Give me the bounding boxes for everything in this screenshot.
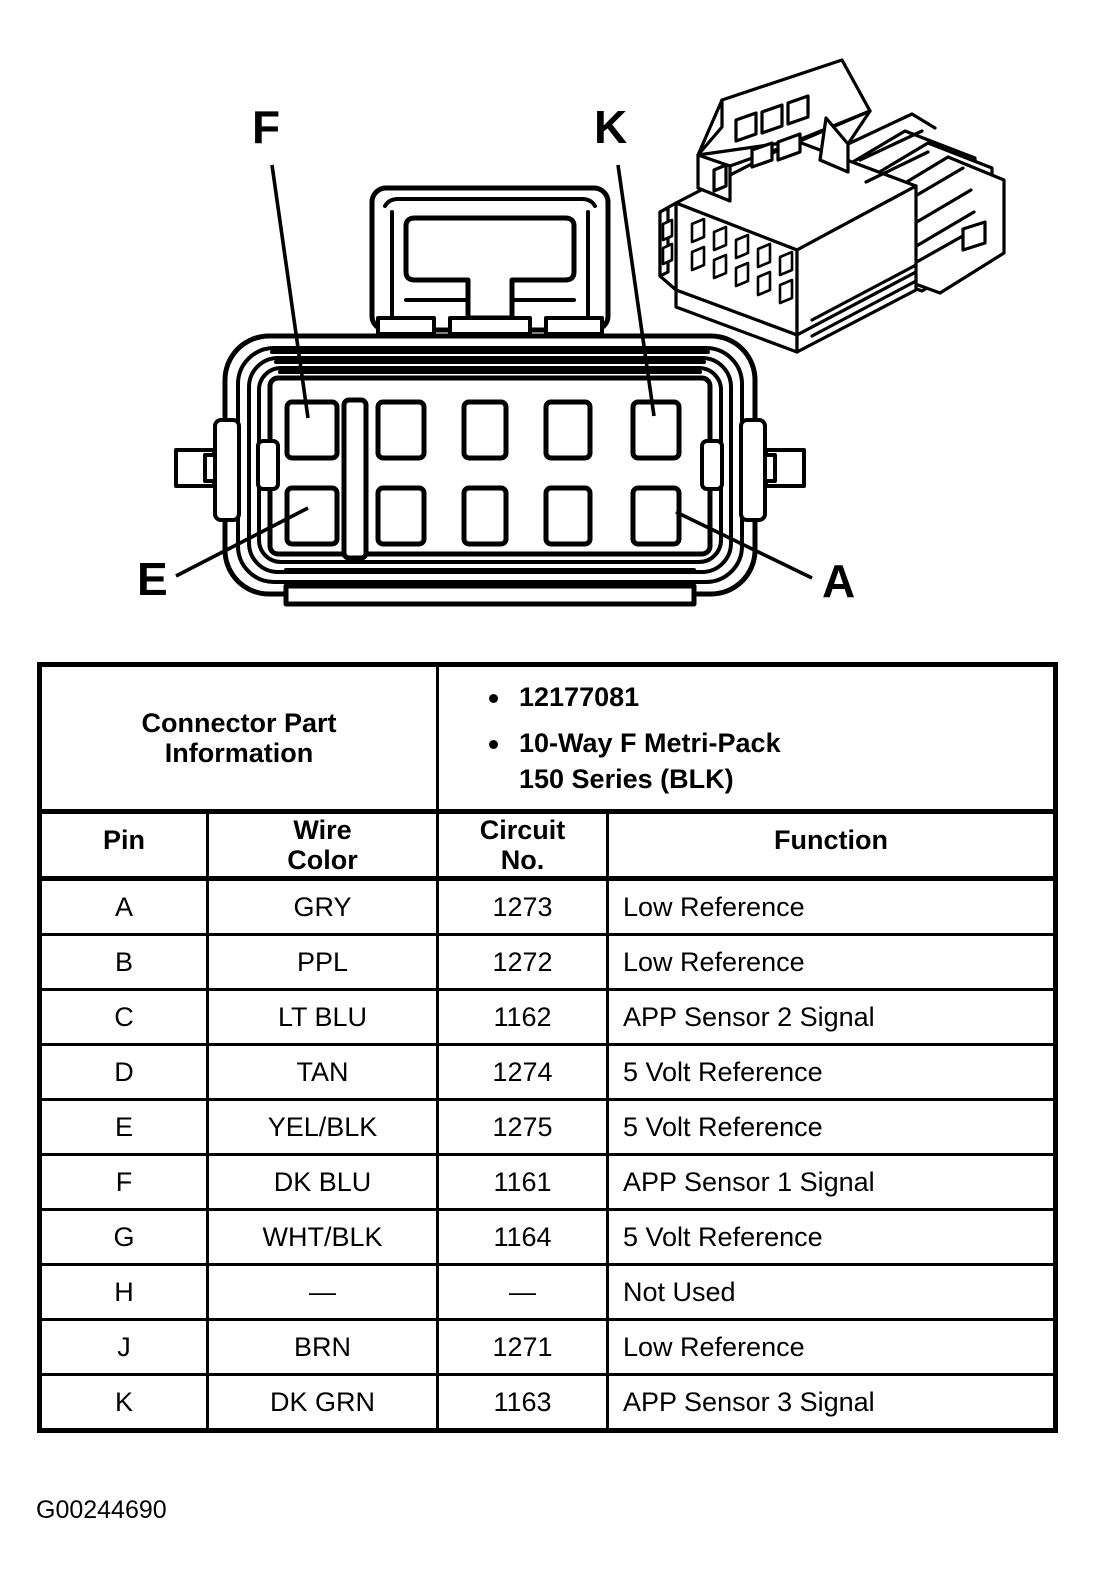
cell-pin: B — [37, 933, 209, 991]
description-line2: 150 Series (BLK) — [519, 764, 734, 794]
callout-label-A: A — [822, 555, 856, 607]
cell-function: Low Reference — [606, 877, 1058, 936]
column-header-pin-label: Pin — [102, 825, 145, 855]
connector-diagram: F K E A — [0, 0, 1094, 640]
cell-circuit-no: 1274 — [436, 1043, 609, 1101]
connector-part-information-row: Connector Part Information 12177081 10-W… — [37, 662, 1058, 813]
cell-pin: E — [37, 1098, 209, 1156]
column-header-circuit-no-line1: Circuit — [479, 815, 566, 845]
leader-line-A — [675, 510, 813, 580]
cell-wire-color: WHT/BLK — [206, 1208, 439, 1266]
figure-reference-code: G00244690 — [36, 1496, 167, 1524]
cell-pin: K — [37, 1373, 209, 1433]
column-header-function: Function — [606, 809, 1058, 881]
description-line1: 10-Way F Metri-Pack — [519, 728, 781, 758]
cell-wire-color: DK BLU — [206, 1153, 439, 1211]
part-list-item-description: 10-Way F Metri-Pack 150 Series (BLK) — [485, 725, 1053, 797]
cell-pin: J — [37, 1318, 209, 1376]
callout-leader-lines — [175, 164, 813, 580]
cell-wire-color: PPL — [206, 933, 439, 991]
cell-pin: A — [37, 877, 209, 936]
leader-line-E — [175, 506, 309, 578]
cell-circuit-no: 1163 — [436, 1373, 609, 1433]
column-header-pin: Pin — [37, 809, 209, 881]
column-header-wire-color-line2: Color — [287, 845, 358, 875]
cpi-label-line1: Connector Part — [141, 708, 337, 738]
column-header-wire-color: Wire Color — [206, 809, 439, 881]
connector-diagram-svg — [174, 58, 1006, 607]
cell-function: APP Sensor 3 Signal — [606, 1373, 1058, 1433]
cell-function: 5 Volt Reference — [606, 1098, 1058, 1156]
cell-wire-color: — — [206, 1263, 439, 1321]
cell-wire-color: GRY — [206, 877, 439, 936]
callout-label-K: K — [594, 101, 628, 153]
cell-circuit-no: 1162 — [436, 988, 609, 1046]
isometric-connector-illustration — [658, 58, 1006, 354]
pin-cavity-grid — [284, 399, 682, 547]
cell-pin: G — [37, 1208, 209, 1266]
column-header-circuit-no: Circuit No. — [436, 809, 609, 881]
cell-pin: H — [37, 1263, 209, 1321]
connector-part-information-label: Connector Part Information — [37, 662, 439, 813]
cell-function: APP Sensor 2 Signal — [606, 988, 1058, 1046]
cell-wire-color: DK GRN — [206, 1373, 439, 1433]
cell-circuit-no: 1164 — [436, 1208, 609, 1266]
callout-label-F: F — [252, 101, 281, 153]
cell-circuit-no: 1272 — [436, 933, 609, 991]
cell-circuit-no: 1275 — [436, 1098, 609, 1156]
column-header-circuit-no-line2: No. — [500, 845, 545, 875]
cell-pin: D — [37, 1043, 209, 1101]
connector-pinout-table: Connector Part Information 12177081 10-W… — [37, 662, 1058, 1433]
cell-function: Not Used — [606, 1263, 1058, 1321]
cell-function: 5 Volt Reference — [606, 1043, 1058, 1101]
leader-line-F — [270, 164, 310, 419]
part-number-list: 12177081 10-Way F Metri-Pack 150 Series … — [485, 679, 1053, 797]
table-header-row: Pin Wire Color Circuit No. Function — [37, 809, 1058, 881]
connector-part-information-values: 12177081 10-Way F Metri-Pack 150 Series … — [436, 662, 1058, 813]
cell-wire-color: BRN — [206, 1318, 439, 1376]
cpi-label-line2: Information — [164, 738, 314, 768]
cell-circuit-no: 1271 — [436, 1318, 609, 1376]
connector-face-view — [174, 185, 806, 607]
column-header-wire-color-line1: Wire — [293, 815, 352, 845]
cell-pin: C — [37, 988, 209, 1046]
cell-wire-color: TAN — [206, 1043, 439, 1101]
cell-function: APP Sensor 1 Signal — [606, 1153, 1058, 1211]
cell-circuit-no: — — [436, 1263, 609, 1321]
cell-function: Low Reference — [606, 1318, 1058, 1376]
cell-wire-color: YEL/BLK — [206, 1098, 439, 1156]
table-row: H——Not Used — [37, 1263, 1058, 1321]
cell-circuit-no: 1161 — [436, 1153, 609, 1211]
leader-line-K — [616, 164, 656, 417]
cell-circuit-no: 1273 — [436, 877, 609, 936]
column-header-function-label: Function — [774, 825, 888, 855]
callout-label-E: E — [137, 553, 168, 605]
part-list-item-part-number: 12177081 — [485, 679, 1053, 715]
cell-wire-color: LT BLU — [206, 988, 439, 1046]
cell-pin: F — [37, 1153, 209, 1211]
cell-function: Low Reference — [606, 933, 1058, 991]
cell-function: 5 Volt Reference — [606, 1208, 1058, 1266]
